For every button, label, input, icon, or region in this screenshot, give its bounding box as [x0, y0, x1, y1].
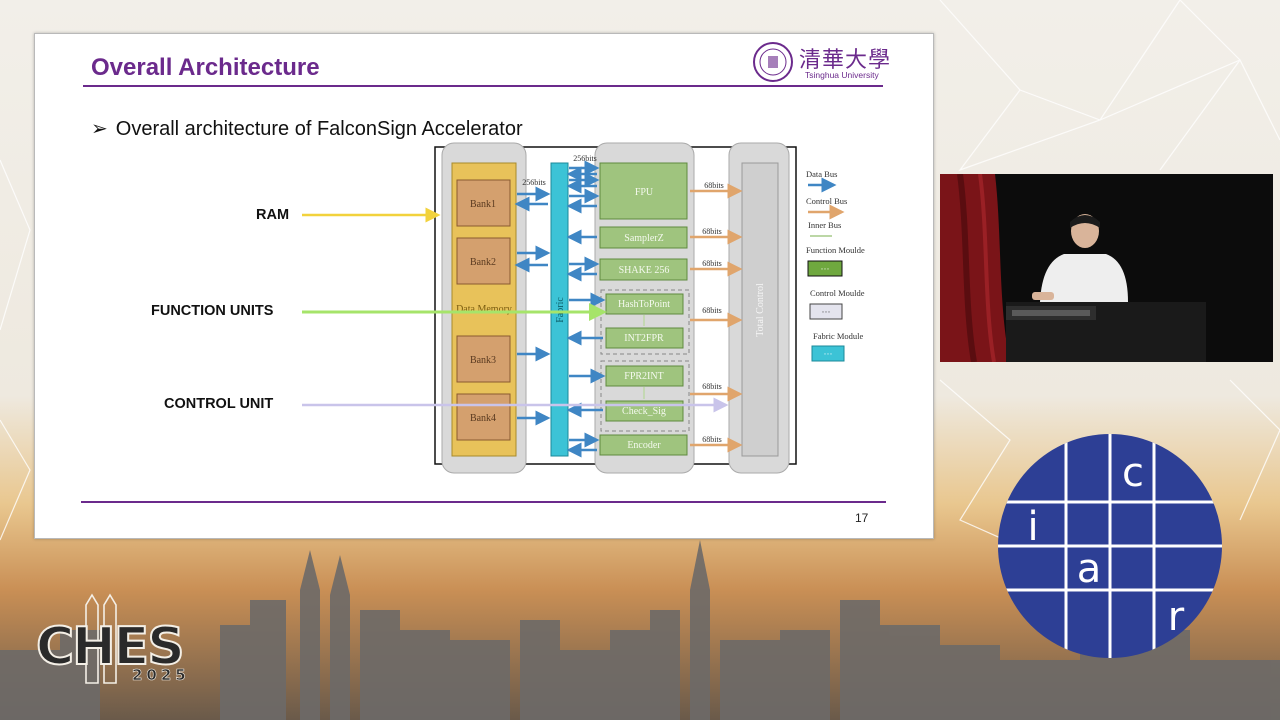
- city-skyline: [0, 540, 1280, 720]
- tsinghua-seal-icon: [753, 42, 793, 82]
- mem-bus-width-label: 256bits: [522, 178, 546, 187]
- slide-title: Overall Architecture: [91, 54, 320, 81]
- total-control-label: Total Control: [755, 283, 766, 337]
- bullet-point: ➢ Overall architecture of FalconSign Acce…: [91, 116, 523, 141]
- bullet-text: Overall architecture of FalconSign Accel…: [115, 118, 523, 140]
- data-memory-label: Data Memory: [456, 304, 512, 315]
- control-buses: [690, 183, 743, 453]
- module-encoder: Encoder: [599, 434, 688, 456]
- bank-4: Bank4: [456, 393, 511, 441]
- control-bus-width-labels: 68bits 68bits 68bits 68bits 68bits 68bit…: [702, 181, 724, 444]
- fabric-block: [550, 162, 569, 457]
- bank-2: Bank2: [456, 237, 511, 285]
- speaker-video: [940, 174, 1273, 362]
- svg-text:Check_Sig: Check_Sig: [622, 406, 666, 417]
- svg-text:68bits: 68bits: [702, 259, 722, 268]
- iacr-logo-icon: c i a r: [998, 434, 1222, 658]
- svg-text:68bits: 68bits: [702, 435, 722, 444]
- bank-3: Bank3: [456, 335, 511, 383]
- svg-text:68bits: 68bits: [702, 227, 722, 236]
- diagram-legend: Data Bus Control Bus Inner Bus Function …: [806, 169, 865, 362]
- legend-inner-bus: Inner Bus: [808, 220, 841, 230]
- svg-text:FPR2INT: FPR2INT: [624, 371, 663, 382]
- university-logo-english: Tsinghua University: [805, 70, 879, 80]
- fabric-function-buses: [566, 160, 606, 458]
- svg-text:68bits: 68bits: [702, 306, 722, 315]
- page-number: 17: [855, 511, 869, 525]
- legend-function-module: Function Moulde: [806, 245, 865, 255]
- speaker-video-frame: [940, 174, 1273, 362]
- svg-text:···: ···: [822, 307, 831, 317]
- svg-text:68bits: 68bits: [702, 382, 722, 391]
- iacr-letter-c: c: [1122, 450, 1144, 496]
- dashed-group-2: [600, 360, 690, 432]
- svg-text:···: ···: [824, 349, 833, 359]
- title-divider: [83, 85, 883, 87]
- bank-2-label: Bank2: [470, 257, 496, 268]
- label-function-units: FUNCTION UNITS: [151, 303, 274, 319]
- legend-control-module: Control Moulde: [810, 288, 865, 298]
- memory-fabric-buses: [514, 186, 551, 426]
- ches-logo-year: 2025: [132, 666, 190, 685]
- module-hashtopoint: HashToPoint: [605, 293, 684, 315]
- module-shake256: SHAKE 256: [599, 258, 688, 281]
- bank-1: Bank1: [456, 179, 511, 227]
- label-control-unit: CONTROL UNIT: [164, 396, 274, 412]
- legend-control-bus: Control Bus: [806, 196, 847, 206]
- svg-text:Encoder: Encoder: [627, 440, 661, 451]
- footer-divider: [81, 501, 886, 503]
- svg-text:SamplerZ: SamplerZ: [624, 233, 663, 244]
- bank-1-label: Bank1: [470, 199, 496, 210]
- architecture-diagram: Data Memory Bank1 Bank2 Bank3 Bank4 Fabr…: [302, 142, 865, 474]
- svg-text:FPU: FPU: [635, 187, 654, 198]
- bullet-arrow-icon: ➢: [91, 118, 108, 140]
- svg-text:SHAKE 256: SHAKE 256: [619, 265, 670, 276]
- svg-text:INT2FPR: INT2FPR: [624, 333, 664, 344]
- fabric-label: Fabric: [555, 297, 566, 323]
- legend-data-bus: Data Bus: [806, 169, 837, 179]
- iacr-letter-i: i: [1027, 504, 1038, 550]
- module-int2fpr: INT2FPR: [605, 327, 684, 349]
- module-fpu: FPU: [599, 162, 688, 220]
- svg-text:···: ···: [821, 264, 830, 274]
- iacr-letter-r: r: [1168, 594, 1185, 640]
- total-control-block: [741, 162, 779, 457]
- module-fpr2int: FPR2INT: [605, 365, 684, 387]
- label-ram: RAM: [256, 207, 290, 223]
- module-samplerz: SamplerZ: [599, 226, 688, 249]
- fabric-bus-width-label: 256bits: [573, 154, 597, 163]
- bank-4-label: Bank4: [470, 413, 496, 424]
- ches-logo-text: CHES: [35, 616, 186, 678]
- dashed-group-1: [600, 289, 690, 355]
- bank-3-label: Bank3: [470, 355, 496, 366]
- svg-text:HashToPoint: HashToPoint: [618, 299, 670, 310]
- ches-towers-icon: [85, 593, 117, 684]
- legend-fabric-module: Fabric Module: [813, 331, 864, 341]
- svg-text:68bits: 68bits: [704, 181, 724, 190]
- iacr-letter-a: a: [1077, 546, 1102, 592]
- university-logo-chinese: 清華大學: [799, 48, 892, 73]
